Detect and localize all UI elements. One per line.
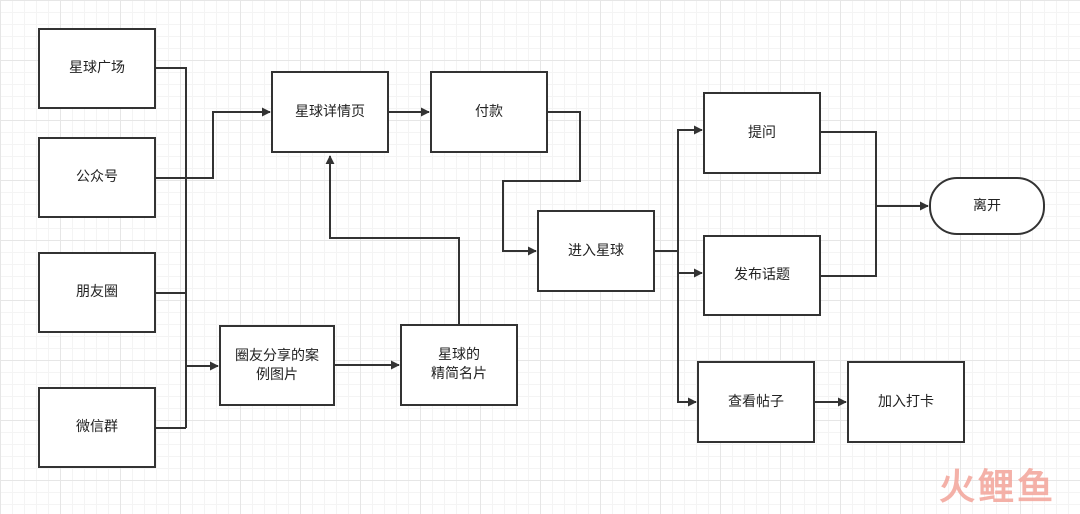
- node-label: 微信群: [76, 419, 118, 435]
- node-xingqiu-xiangqing: 星球详情页: [271, 71, 389, 153]
- node-fukuan: 付款: [430, 71, 548, 153]
- node-quanyou-fenxiang: 圈友分享的案例图片: [219, 325, 335, 406]
- node-pengyouquan: 朋友圈: [38, 252, 156, 333]
- watermark-logo: 火鲤鱼: [938, 467, 1056, 508]
- node-label: 离开: [973, 197, 1001, 214]
- node-xingqiu-guangchang: 星球广场: [38, 28, 156, 109]
- node-chakan-tiezi: 查看帖子: [697, 361, 815, 443]
- node-label: 发布话题: [734, 267, 790, 283]
- node-label: 公众号: [76, 169, 118, 185]
- connector-ask-out: [820, 131, 877, 277]
- node-label-line1: 圈友分享的案: [235, 347, 319, 364]
- arrow-to-publish: [677, 251, 703, 278]
- node-label-line2: 例图片: [256, 366, 298, 383]
- node-gongzhonghao: 公众号: [38, 137, 156, 218]
- arrow-pay-to-enter: [502, 111, 581, 256]
- node-weixinqun: 微信群: [38, 387, 156, 468]
- node-jiaru-daka: 加入打卡: [847, 361, 965, 443]
- node-label: 查看帖子: [728, 393, 784, 410]
- node-label-line1: 星球的: [438, 347, 480, 363]
- arrow-to-view: [677, 273, 697, 407]
- arrow-to-ask: [677, 125, 703, 251]
- arrow-to-detail: [186, 107, 271, 179]
- node-jingjian-mingpian: 星球的精简名片: [400, 324, 518, 406]
- node-label: 加入打卡: [878, 393, 934, 410]
- node-label-line2: 精简名片: [431, 366, 487, 382]
- node-likai: 离开: [929, 177, 1045, 235]
- node-jinru-xingqiu: 进入星球: [537, 210, 655, 292]
- node-label: 星球详情页: [295, 103, 365, 120]
- node-label: 进入星球: [568, 242, 624, 259]
- node-label: 星球广场: [69, 60, 125, 76]
- node-label: 付款: [475, 103, 503, 120]
- connector-guangchang: [155, 67, 187, 428]
- node-label: 提问: [748, 124, 776, 141]
- arrow-card-to-detail: [325, 155, 460, 324]
- node-label: 朋友圈: [76, 284, 118, 300]
- node-fabu-huati: 发布话题: [703, 235, 821, 316]
- node-tiwen: 提问: [703, 92, 821, 174]
